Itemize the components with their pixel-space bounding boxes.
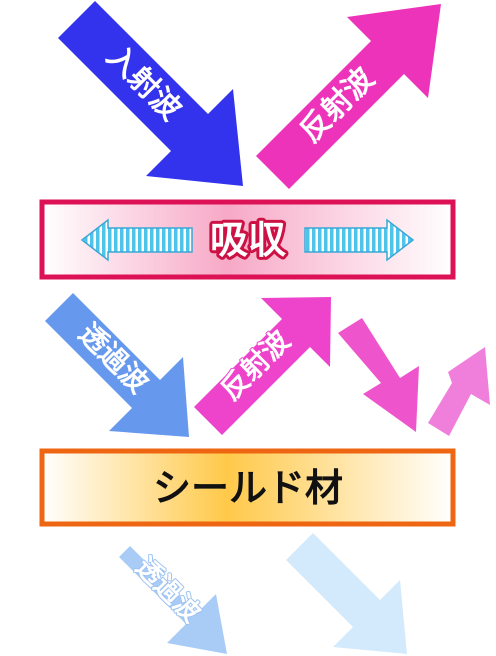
absorption-double-arrow-left <box>80 218 193 262</box>
absorption-double-arrow-right <box>304 218 415 262</box>
shield-label: シールド材 <box>153 466 343 510</box>
bounce-arrow-up <box>428 347 490 436</box>
transmitted-wave-arrow-bottom <box>106 546 227 654</box>
bounce-arrow-down <box>338 318 419 432</box>
faint-transmitted-arrow <box>286 533 407 654</box>
transmitted-wave-arrow-middle <box>45 293 189 437</box>
reflected-wave-arrow-middle <box>194 297 331 435</box>
absorption-label: 吸収 <box>210 218 286 262</box>
shield-panel <box>39 448 456 527</box>
incident-wave-arrow <box>58 1 243 186</box>
transmitted-wave-label-bottom: 透過波 <box>129 552 206 629</box>
reflected-wave-arrow <box>256 4 441 189</box>
